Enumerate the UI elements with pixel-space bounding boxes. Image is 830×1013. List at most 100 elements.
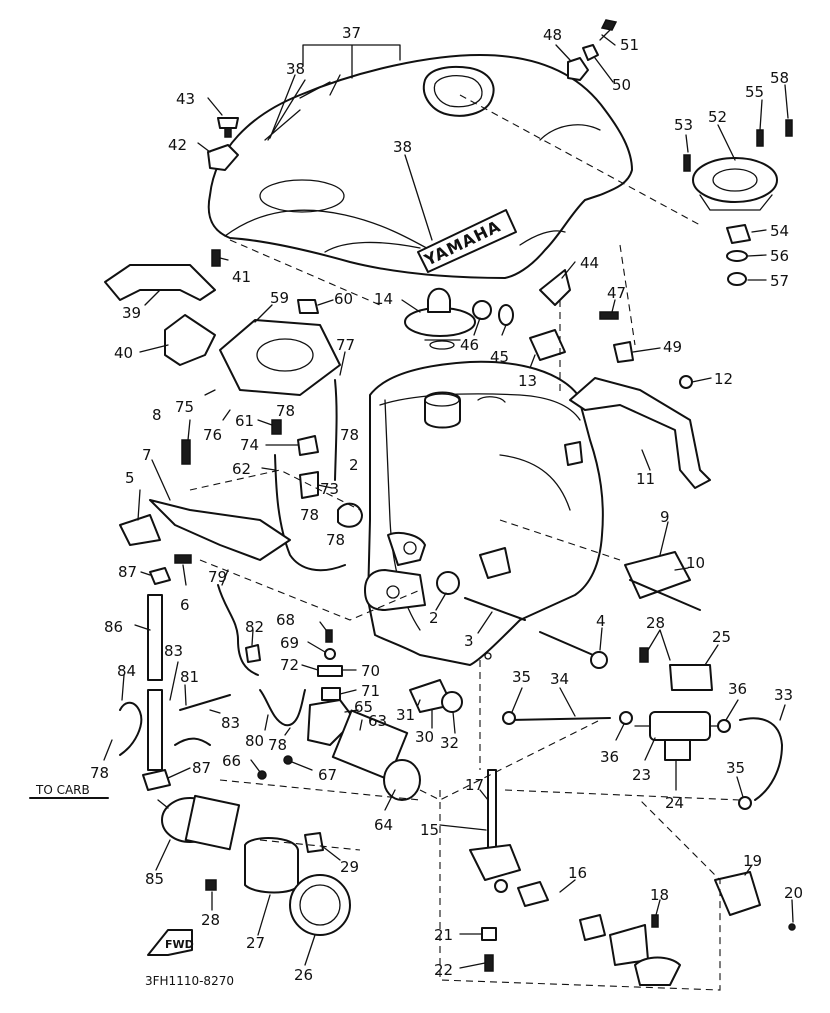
bracket-7 <box>149 499 291 561</box>
nut-66 <box>257 770 267 780</box>
cup-21 <box>481 927 497 941</box>
motor-85 <box>157 794 241 851</box>
callout-078: 78 <box>276 402 295 420</box>
callout-5: 5 <box>125 469 135 487</box>
callout-24: 24 <box>665 794 684 812</box>
callout-49: 49 <box>663 338 682 356</box>
damper-71 <box>321 687 341 701</box>
clip-82 <box>245 644 261 663</box>
damper-42 <box>207 144 239 171</box>
hose-62 <box>274 454 346 572</box>
callout-12: 12 <box>714 370 733 388</box>
callout-78-mid: 78 <box>326 531 345 549</box>
callout-59: 59 <box>270 289 289 307</box>
grommet-2a <box>337 502 363 528</box>
damper-49 <box>613 341 634 363</box>
callout-43: 43 <box>176 90 195 108</box>
callout-16: 16 <box>568 864 587 882</box>
cap-14 <box>404 287 476 350</box>
callout-78-lower: 78 <box>90 764 109 782</box>
screw-51 <box>600 19 618 31</box>
callout-29: 29 <box>340 858 359 876</box>
damper-13 <box>529 329 566 361</box>
callout-83-upper: 83 <box>164 642 183 660</box>
hose-80 <box>259 689 306 727</box>
callout-45: 45 <box>490 348 509 366</box>
gear-26 <box>289 874 351 936</box>
bolt-8 <box>181 439 191 465</box>
callout-76: 76 <box>203 426 222 444</box>
screw-18 <box>651 914 659 928</box>
flange-52 <box>692 157 778 211</box>
callout-38-upper: 38 <box>286 60 305 78</box>
clip-36b <box>717 719 731 733</box>
bracket-27 <box>244 837 299 894</box>
screw-53 <box>683 154 691 172</box>
bolt-28b <box>205 879 217 891</box>
ring-45 <box>498 304 514 326</box>
screw-68 <box>325 629 333 643</box>
damper-48 <box>567 57 589 81</box>
bracket-25 <box>669 664 713 691</box>
callout-11: 11 <box>636 470 655 488</box>
callout-77: 77 <box>336 336 355 354</box>
callout-26: 26 <box>294 966 313 984</box>
grommet-60 <box>297 299 319 314</box>
dashed-guides <box>189 94 741 991</box>
cover-59 <box>219 319 341 396</box>
clip-87a <box>149 567 171 585</box>
plug-46 <box>472 300 492 320</box>
bracket-39 <box>104 264 216 301</box>
callout-20: 20 <box>784 884 803 902</box>
collar-50 <box>582 44 599 61</box>
callout-32: 32 <box>440 734 459 752</box>
cap-57 <box>727 272 747 286</box>
bolt-41 <box>211 249 221 267</box>
callout-57: 57 <box>770 272 789 290</box>
callout-22: 22 <box>434 961 453 979</box>
collar-29 <box>304 832 324 853</box>
callout-86: 86 <box>104 618 123 636</box>
bracket-18 <box>609 924 649 966</box>
callout-42: 42 <box>168 136 187 154</box>
callout-74: 74 <box>240 436 259 454</box>
callout-30: 30 <box>415 728 434 746</box>
parts-glyphs: FWD <box>104 19 796 986</box>
callout-60: 60 <box>334 290 353 308</box>
callout-19: 19 <box>743 852 762 870</box>
callout-4: 4 <box>596 612 606 630</box>
callout-82: 82 <box>245 618 264 636</box>
callout-15: 15 <box>420 821 439 839</box>
callout-63: 63 <box>368 712 387 730</box>
callout-68: 68 <box>276 611 295 629</box>
bolt-10 <box>629 579 701 611</box>
callout-70: 70 <box>361 662 380 680</box>
callout-8: 8 <box>152 406 162 424</box>
callout-85: 85 <box>145 870 164 888</box>
fitting-61 <box>271 419 282 435</box>
callout-6: 6 <box>180 596 190 614</box>
callout-78-right: 78 <box>300 506 319 524</box>
hose-84 <box>119 701 143 756</box>
callout-52: 52 <box>708 108 727 126</box>
bolt-28a <box>639 647 649 663</box>
callout-9: 9 <box>660 508 670 526</box>
plate-18 <box>634 956 681 986</box>
clip-35b <box>738 796 752 810</box>
damper-9 <box>624 551 691 599</box>
callout-71: 71 <box>361 682 380 700</box>
filter-23 <box>634 711 726 741</box>
forward-arrow: FWD <box>147 929 194 956</box>
callout-66: 66 <box>222 752 241 770</box>
hose-33 <box>739 717 783 801</box>
callout-87-lower: 87 <box>192 759 211 777</box>
bracket-40 <box>164 314 216 366</box>
hose-77 <box>334 379 338 481</box>
callout-23: 23 <box>632 766 651 784</box>
bolt-12 <box>679 375 693 389</box>
callout-56: 56 <box>770 247 789 265</box>
callout-62: 62 <box>232 460 251 478</box>
callout-35-lower: 35 <box>726 759 745 777</box>
callout-84: 84 <box>117 662 136 680</box>
callout-34: 34 <box>550 670 569 688</box>
